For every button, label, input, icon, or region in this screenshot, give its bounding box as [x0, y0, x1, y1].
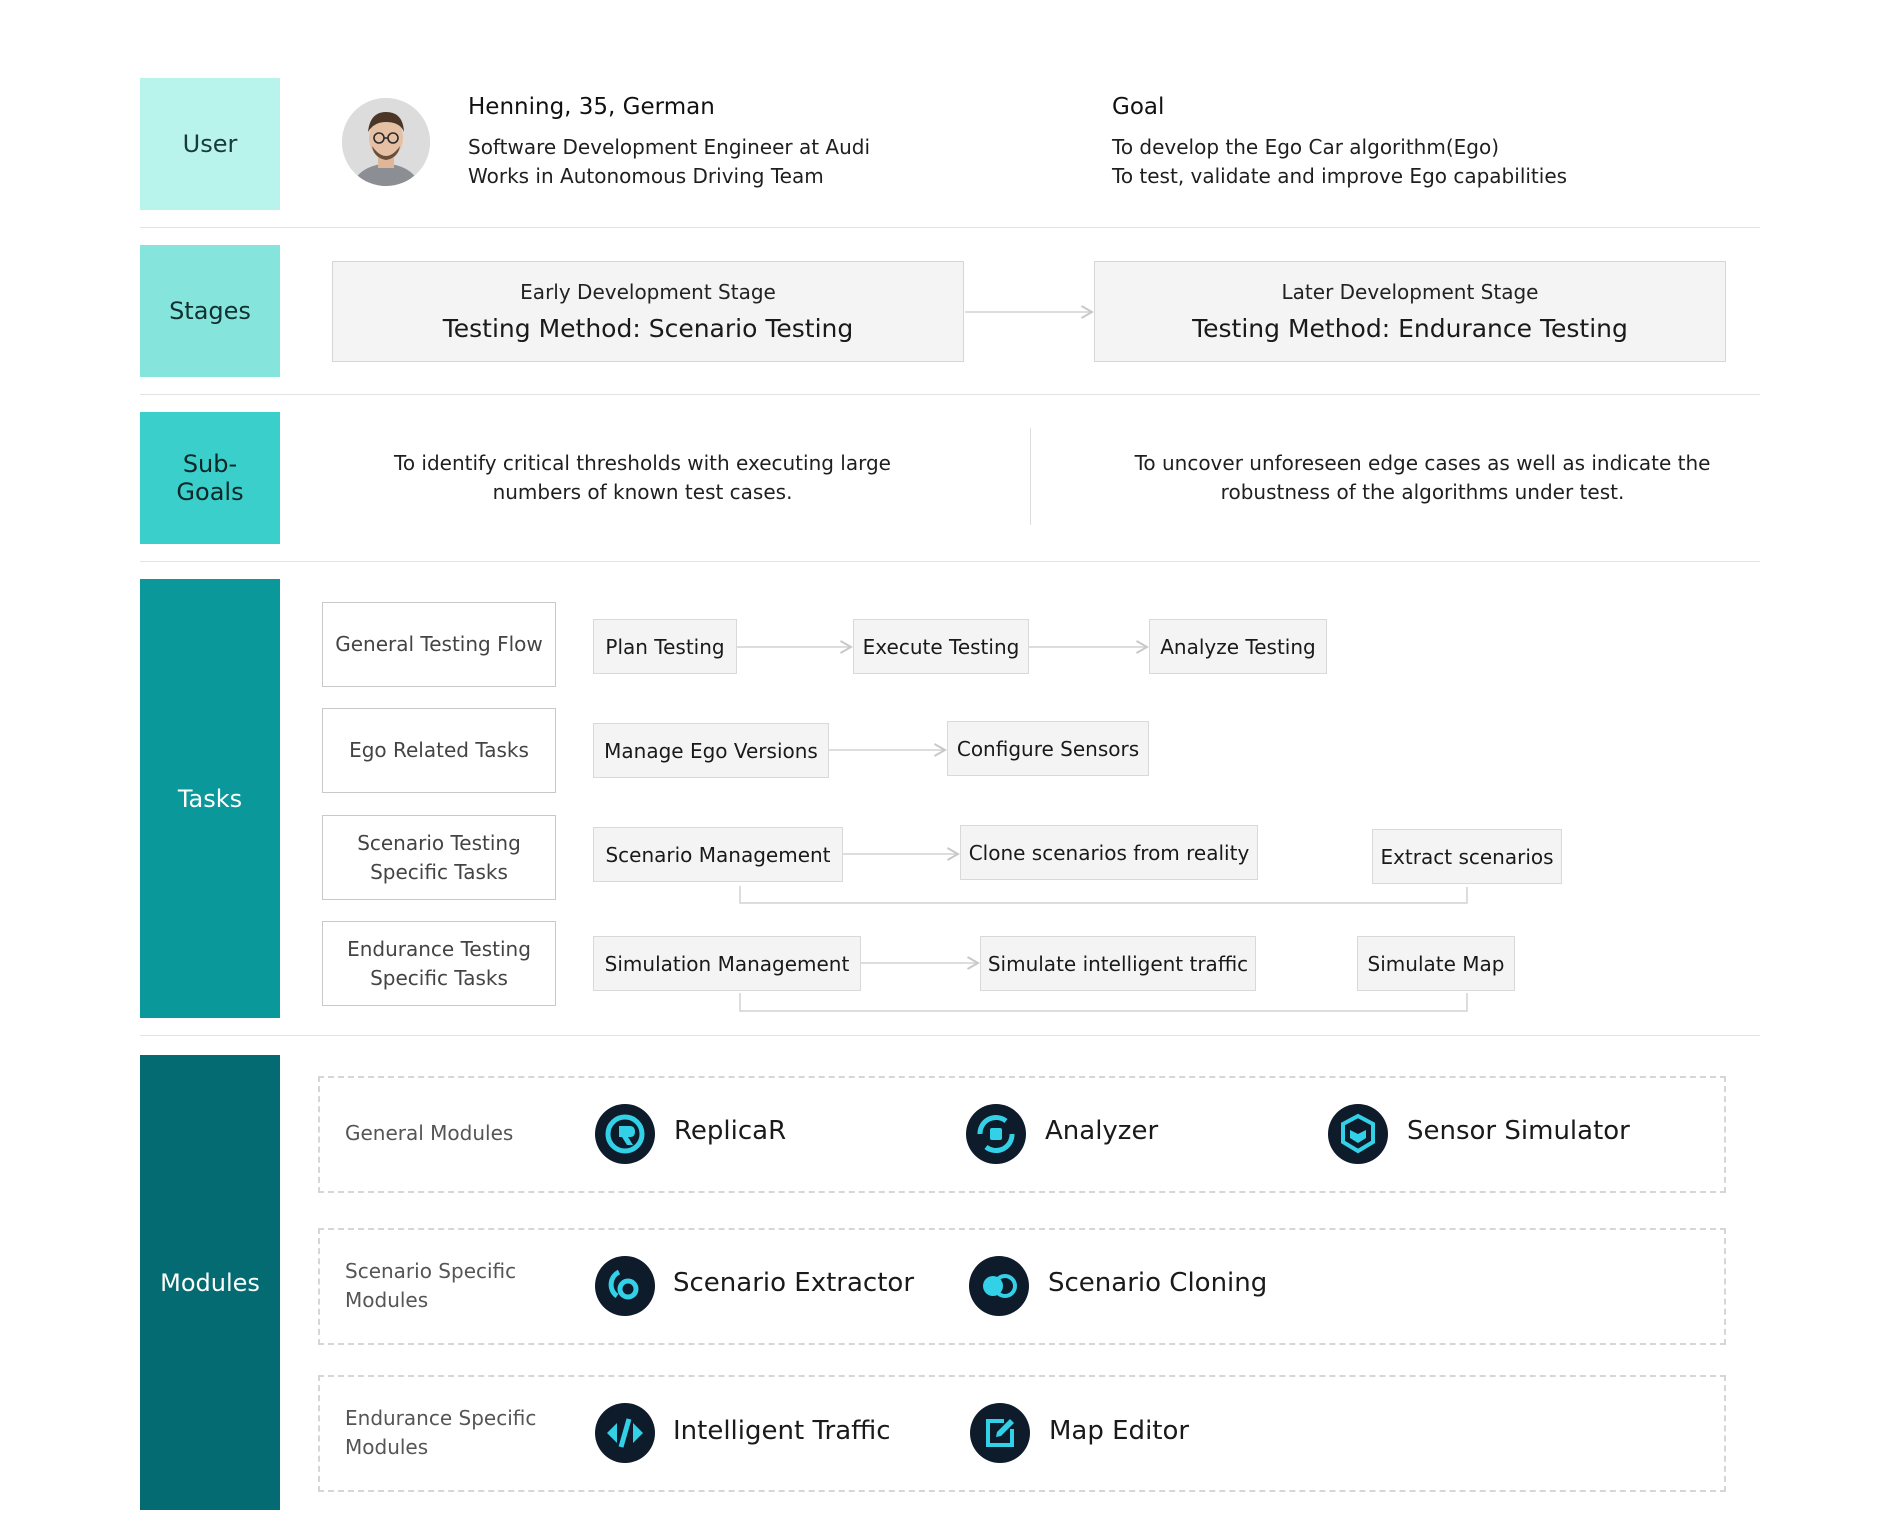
user-name: Henning, 35, German [468, 94, 715, 120]
module-group-endurance [318, 1375, 1726, 1492]
row-label-user: User [140, 78, 280, 210]
task-simulate-intelligent-traffic: Simulate intelligent traffic [980, 936, 1256, 991]
subgoal-left: To identify critical thresholds with exe… [394, 451, 891, 504]
task-category-endurance: Endurance Testing Specific Tasks [322, 921, 556, 1006]
stage-later-label: Later Development Stage [1281, 280, 1539, 304]
module-category-general: General Modules [345, 1121, 514, 1145]
module-replicar: ReplicaR [674, 1116, 787, 1146]
intelligent-traffic-logo-icon [595, 1403, 655, 1463]
subgoal-right: To uncover unforeseen edge cases as well… [1134, 451, 1711, 504]
task-analyze-testing: Analyze Testing [1149, 619, 1327, 674]
module-group-general [318, 1076, 1726, 1193]
avatar [342, 98, 430, 186]
module-intelligent-traffic: Intelligent Traffic [673, 1416, 891, 1446]
goal-title: Goal [1112, 94, 1165, 120]
row-label-stages: Stages [140, 245, 280, 377]
row-label-modules: Modules [140, 1055, 280, 1510]
task-simulate-map: Simulate Map [1357, 936, 1515, 991]
replicar-logo-icon [595, 1104, 655, 1164]
analyzer-logo-icon [966, 1104, 1026, 1164]
row-label-subgoals: Sub- Goals [140, 412, 280, 544]
task-extract-scenarios: Extract scenarios [1372, 829, 1562, 884]
divider-user [140, 227, 1760, 228]
stage-early: Early Development Stage Testing Method: … [332, 261, 964, 362]
module-map-editor: Map Editor [1049, 1416, 1190, 1446]
map-editor-logo-icon [970, 1403, 1030, 1463]
row-label-tasks: Tasks [140, 579, 280, 1018]
divider-tasks [140, 1035, 1760, 1036]
module-group-scenario [318, 1228, 1726, 1345]
stage-later-method: Testing Method: Endurance Testing [1192, 314, 1628, 343]
task-manage-ego-versions: Manage Ego Versions [593, 723, 829, 778]
subgoal-separator [1030, 428, 1031, 525]
module-scenario-extractor: Scenario Extractor [673, 1268, 915, 1298]
user-role: Software Development Engineer at Audi [468, 135, 871, 159]
divider-stages [140, 394, 1760, 395]
task-simulation-management: Simulation Management [593, 936, 861, 991]
scenario-extractor-logo-icon [595, 1256, 655, 1316]
goal-item-2: To test, validate and improve Ego capabi… [1112, 164, 1568, 188]
task-configure-sensors: Configure Sensors [947, 721, 1149, 776]
module-analyzer: Analyzer [1045, 1116, 1159, 1146]
user-team: Works in Autonomous Driving Team [468, 164, 824, 188]
module-scenario-cloning: Scenario Cloning [1048, 1268, 1268, 1298]
module-category-endurance: Endurance Specific Modules [345, 1406, 537, 1459]
divider-subgoals [140, 561, 1760, 562]
task-plan-testing: Plan Testing [593, 619, 737, 674]
task-scenario-management: Scenario Management [593, 827, 843, 882]
sensor-simulator-logo-icon [1328, 1104, 1388, 1164]
task-category-ego: Ego Related Tasks [322, 708, 556, 793]
goal-item-1: To develop the Ego Car algorithm(Ego) [1112, 135, 1500, 159]
stage-later: Later Development Stage Testing Method: … [1094, 261, 1726, 362]
stage-early-method: Testing Method: Scenario Testing [442, 314, 854, 343]
task-clone-scenarios: Clone scenarios from reality [960, 825, 1258, 880]
module-category-scenario: Scenario Specific Modules [345, 1259, 517, 1312]
stage-early-label: Early Development Stage [520, 280, 776, 304]
task-execute-testing: Execute Testing [853, 619, 1029, 674]
task-category-scenario: Scenario Testing Specific Tasks [322, 815, 556, 900]
module-sensor-simulator: Sensor Simulator [1407, 1116, 1630, 1146]
scenario-cloning-logo-icon [969, 1256, 1029, 1316]
task-category-general: General Testing Flow [322, 602, 556, 687]
